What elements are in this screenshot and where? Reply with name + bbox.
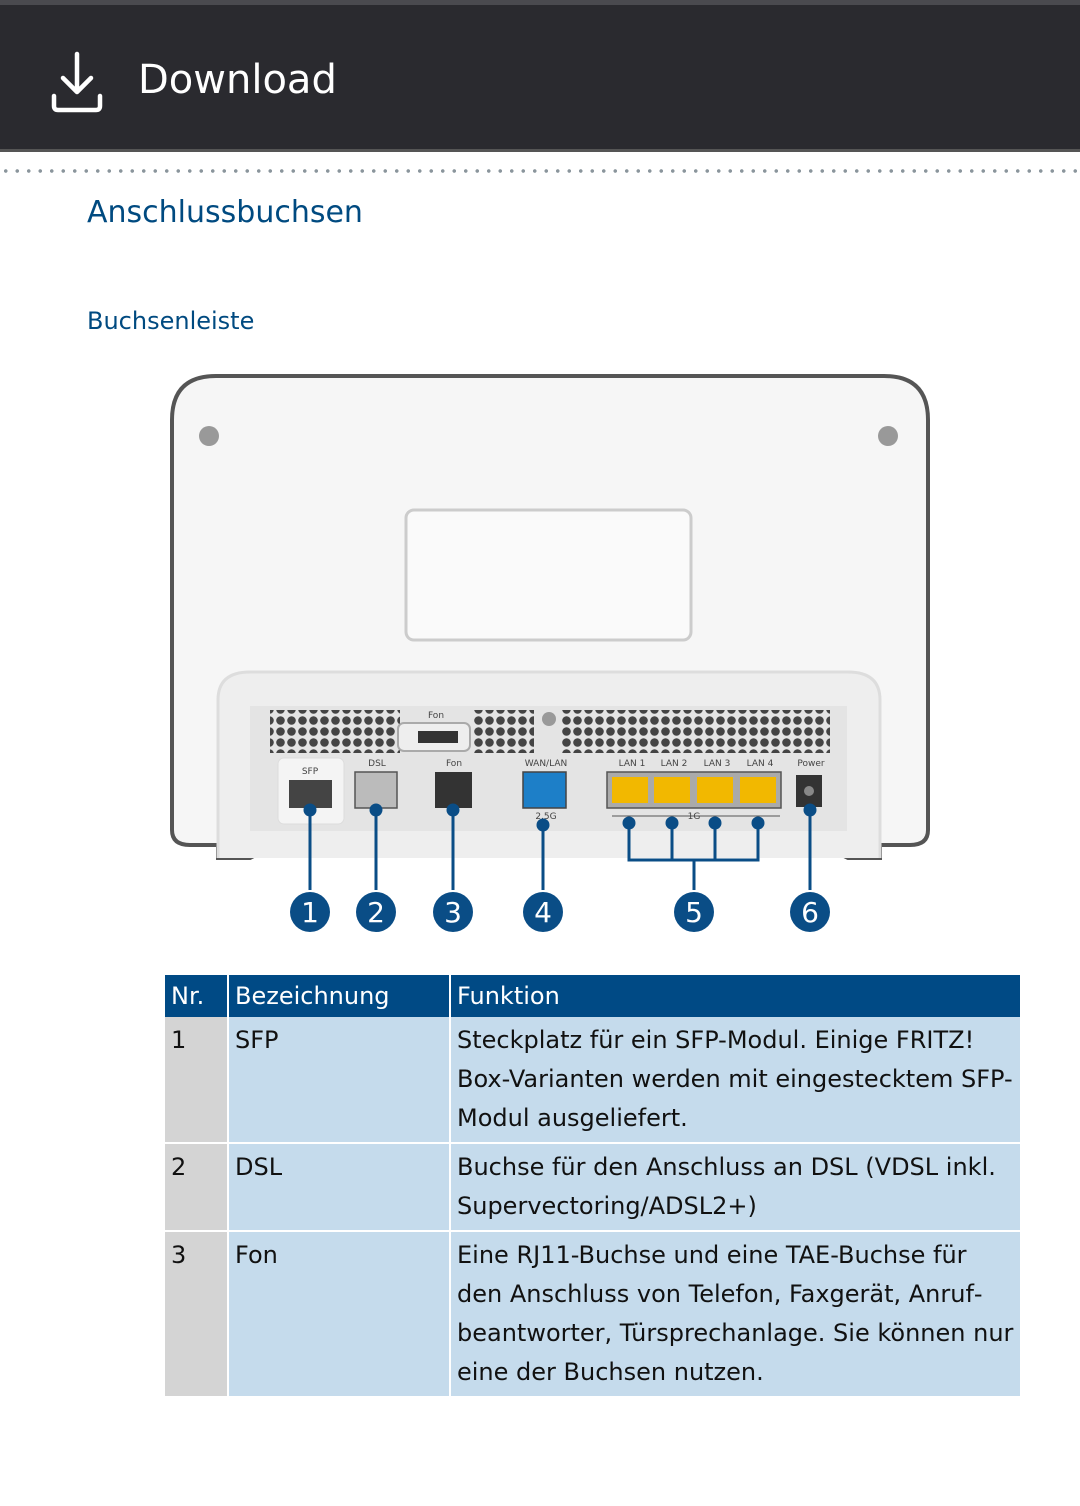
section-title: Anschlussbuchsen: [87, 195, 363, 230]
dotted-divider: [0, 168, 1080, 174]
sfp-label: SFP: [302, 767, 319, 777]
row-name: DSL: [228, 1143, 451, 1232]
table-row: 1 SFP Steckplatz für ein SFP-Modul. Eini…: [165, 1017, 1022, 1144]
callout-6: 6: [801, 896, 819, 929]
row-function: Steckplatz für ein SFP-Modul. Einige FRI…: [450, 1017, 1022, 1144]
lan2-label: LAN 2: [661, 759, 688, 769]
row-nr: 1: [165, 1017, 229, 1144]
callout-1: 1: [301, 896, 319, 929]
row-name: Fon: [228, 1231, 451, 1398]
fon-tae-label: Fon: [428, 711, 444, 721]
download-button[interactable]: Download: [138, 57, 337, 103]
wan-port: [522, 771, 567, 809]
wan-label: WAN/LAN: [525, 759, 567, 769]
row-function: Eine RJ11-Buchse und eine TAE-Buchse für…: [450, 1231, 1022, 1398]
row-function: Buchse für den Anschluss an DSL (VDSL in…: [450, 1143, 1022, 1232]
router-back-diagram: Fon SFP DSL Fon WAN/LAN 2.5G LAN 1 LAN 2…: [170, 374, 930, 932]
table-header: Nr. Bezeichnung Funktion: [165, 975, 1022, 1017]
header-nr: Nr.: [165, 975, 229, 1017]
dsl-port: [354, 771, 398, 809]
fon-label: Fon: [446, 759, 462, 769]
wan-speed-label: 2.5G: [535, 812, 556, 822]
fon-port: [435, 772, 472, 808]
callout-2: 2: [367, 896, 385, 929]
callout-5: 5: [685, 896, 703, 929]
row-name: SFP: [228, 1017, 451, 1144]
lan4-label: LAN 4: [747, 759, 774, 769]
sfp-port: [289, 780, 332, 808]
lan1-label: LAN 1: [619, 759, 646, 769]
header-funktion: Funktion: [450, 975, 1022, 1017]
lan3-label: LAN 3: [704, 759, 731, 769]
table-row: 3 Fon Eine RJ11-Buchse und eine TAE-Buch…: [165, 1231, 1022, 1398]
table-row: 2 DSL Buchse für den Anschluss an DSL (V…: [165, 1143, 1022, 1232]
dsl-label: DSL: [368, 759, 386, 769]
header-bezeichnung: Bezeichnung: [228, 975, 451, 1017]
top-bar: Download: [0, 0, 1080, 152]
subsection-title: Buchsenleiste: [87, 307, 255, 335]
callout-3: 3: [444, 896, 462, 929]
download-icon[interactable]: [50, 50, 104, 114]
row-nr: 3: [165, 1231, 229, 1398]
power-label: Power: [797, 759, 825, 769]
callout-4: 4: [534, 896, 552, 929]
ports-table: Nr. Bezeichnung Funktion 1 SFP Steckplat…: [165, 975, 1022, 1398]
row-nr: 2: [165, 1143, 229, 1232]
lan-speed-label: 1G: [688, 812, 701, 822]
